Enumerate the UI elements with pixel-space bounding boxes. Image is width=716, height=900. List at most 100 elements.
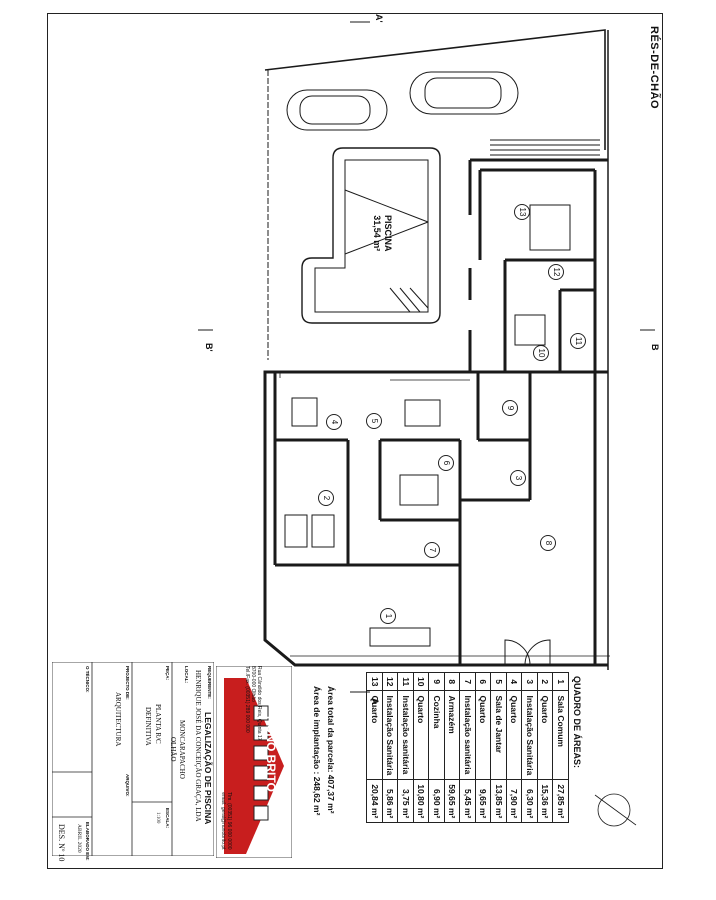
area-cell-name: Instalação sanitária bbox=[460, 690, 476, 780]
escala-value: 1:100 bbox=[155, 812, 160, 824]
area-cell-name: Instalação sanitária bbox=[398, 690, 414, 780]
area-cell-name: Instalação Sanitária bbox=[382, 690, 398, 780]
room-number-7: 7 bbox=[424, 542, 440, 558]
section-a-top-label: A' bbox=[374, 14, 384, 23]
section-b-right-label: B bbox=[650, 344, 660, 351]
area-cell-n: 11 bbox=[398, 672, 414, 691]
area-cell-n: 5 bbox=[491, 672, 507, 691]
area-totals: Área total da parcela: 407,37 m² Área de… bbox=[310, 686, 338, 815]
car-1 bbox=[286, 89, 388, 131]
area-cell-n: 2 bbox=[537, 672, 553, 691]
requerente-label: REQUERENTE: bbox=[207, 666, 212, 699]
address-line-3: Tel./Fax. (00351) 289 000 000 bbox=[244, 666, 250, 733]
area-cell-n: 7 bbox=[460, 672, 476, 691]
pool-label: PISCINA 31,54 m² bbox=[371, 215, 393, 252]
room-number-12: 12 bbox=[548, 264, 564, 280]
bed-13 bbox=[529, 204, 571, 251]
room-number-11: 11 bbox=[570, 333, 586, 349]
area-cell-n: 12 bbox=[382, 672, 398, 691]
bed-2-b bbox=[311, 514, 335, 548]
requerente-value: HENRIQUE JOSÉ DA CONCEIÇÃO GRAÇA, LDA bbox=[194, 670, 202, 822]
area-cell-name: Sala de Jantar bbox=[491, 690, 507, 780]
area-cell-name: Sala Comum bbox=[553, 690, 569, 780]
local-line-1: MONCARAPACHO bbox=[178, 720, 186, 779]
area-cell-n: 3 bbox=[522, 672, 538, 691]
room-number-13: 13 bbox=[514, 204, 530, 220]
area-cell-area: 6,90 m² bbox=[429, 779, 445, 823]
area-cell-area: 7,90 m² bbox=[506, 779, 522, 823]
area-cell-area: 5,45 m² bbox=[460, 779, 476, 823]
room-number-8: 8 bbox=[540, 535, 556, 551]
area-cell-name: Quarto bbox=[475, 690, 491, 780]
area-cell-name: Quarto bbox=[413, 690, 429, 780]
plan-title: RÉS-DE-CHÃO bbox=[648, 26, 660, 110]
contact-line-1: Tlm. (00351) 96 000 0000 bbox=[226, 792, 232, 850]
address-line-1: Rua Cândido dos Reis, Quinta 17 bbox=[256, 666, 262, 741]
elaborado-label: ELABORADO EM: bbox=[85, 822, 90, 861]
area-cell-name: Quarto bbox=[506, 690, 522, 780]
area-cell-name: Cozinha bbox=[429, 690, 445, 780]
company-contacts: Tlm. (00351) 96 000 0000 email: geral@nu… bbox=[220, 792, 232, 850]
area-cell-area: 13,85 m² bbox=[491, 779, 507, 823]
room-number-5: 5 bbox=[366, 413, 382, 429]
escala-label: ESCALA: bbox=[165, 808, 170, 828]
pool bbox=[301, 147, 441, 324]
tecnico-label: O TÉCNICO: bbox=[85, 666, 90, 693]
area-cell-n: 10 bbox=[413, 672, 429, 691]
area-cell-n: 9 bbox=[429, 672, 445, 691]
bed-6 bbox=[399, 474, 439, 506]
windows bbox=[279, 372, 610, 657]
drawing-sheet bbox=[47, 13, 663, 869]
north-arrow bbox=[594, 793, 637, 827]
area-cell-area: 3,75 m² bbox=[398, 779, 414, 823]
title-block-grid bbox=[52, 662, 214, 856]
total-implant: Área de implantação : 248,62 m² bbox=[312, 686, 322, 816]
area-cell-area: 59,65 m² bbox=[444, 779, 460, 823]
title-block: REQUERENTE: HENRIQUE JOSÉ DA CONCEIÇÃO G… bbox=[52, 662, 214, 861]
area-cell-n: 4 bbox=[506, 672, 522, 691]
stairs-top bbox=[490, 139, 600, 156]
local-line-2: OLHÃO bbox=[169, 737, 177, 762]
area-cell-area: 27,85 m² bbox=[553, 779, 569, 823]
area-cell-n: 1 bbox=[553, 672, 569, 691]
area-cell-area: 5,86 m² bbox=[382, 779, 398, 823]
bed-10 bbox=[514, 314, 546, 346]
room-number-1: 1 bbox=[380, 608, 396, 624]
peca-line-1: PLANTA R/C bbox=[154, 704, 162, 744]
projeto-value: ARQUITECTURA bbox=[114, 692, 122, 747]
pool-area: 31,54 m² bbox=[372, 215, 382, 252]
car-2 bbox=[409, 71, 519, 115]
site-boundary bbox=[264, 29, 606, 150]
area-cell-name: Instalação Sanitária bbox=[522, 690, 538, 780]
room-number-6: 6 bbox=[438, 455, 454, 471]
area-cell-name: Quarto bbox=[537, 690, 553, 780]
room-number-2: 2 bbox=[318, 490, 334, 506]
area-cell-area: 15,36 m² bbox=[537, 779, 553, 823]
peca-line-2: DEFINITIVA bbox=[144, 707, 152, 746]
areas-heading: QUADRO DE ÁREAS: bbox=[572, 676, 582, 769]
area-cell-area: 6,30 m² bbox=[522, 779, 538, 823]
area-cell-area: 9,65 m² bbox=[475, 779, 491, 823]
armazem-door bbox=[504, 639, 551, 666]
room-number-3: 3 bbox=[510, 470, 526, 486]
area-cell-name: Quarto bbox=[367, 690, 383, 780]
projeto-label: PROJECTO DE: bbox=[125, 666, 130, 700]
area-cell-n: 6 bbox=[475, 672, 491, 691]
contact-line-2: email: geral@nunobrito.pt bbox=[220, 792, 226, 850]
area-cell-name: Armazém bbox=[444, 690, 460, 780]
area-cell-area: 20,84 m² bbox=[367, 779, 383, 823]
des-number: DES. Nº 10 bbox=[57, 824, 66, 862]
